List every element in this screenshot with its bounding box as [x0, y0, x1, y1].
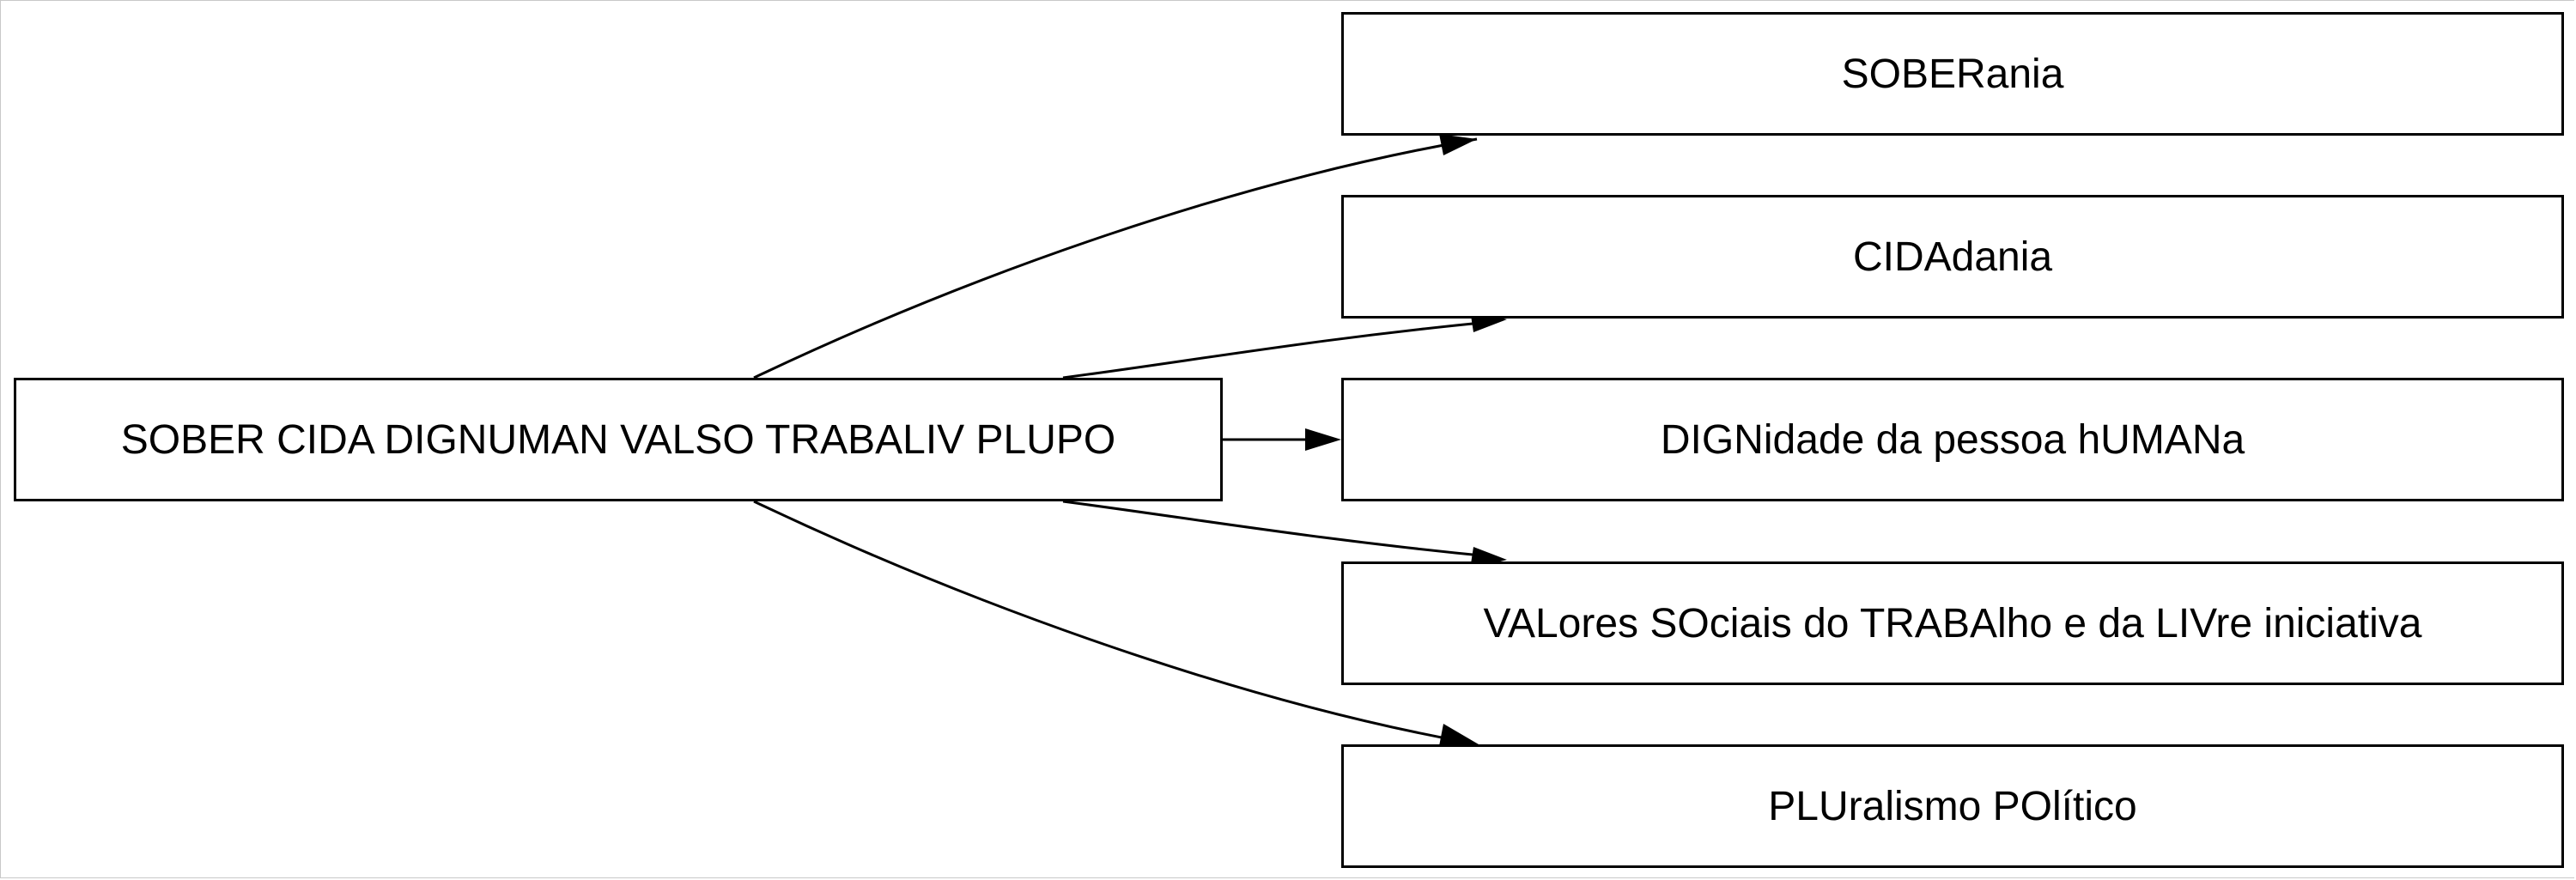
arrowhead-pluralismo [1439, 724, 1479, 746]
child-node-cidadania: CIDAdania [1341, 195, 2564, 319]
edge-root-to-valores [1062, 500, 1491, 558]
root-node: SOBER CIDA DIGNUMAN VALSO TRABALIV PLUPO [14, 378, 1223, 501]
child-node-label: VALores SOciais do TRABAlho e da LIVre i… [1483, 600, 2422, 646]
child-node-dignidade: DIGNidade da pessoa hUMANa [1341, 378, 2564, 501]
edge-root-to-cidadania [1062, 320, 1491, 379]
edge-root-to-pluralismo [753, 500, 1461, 743]
child-node-label: SOBERania [1841, 51, 2064, 97]
child-node-label: DIGNidade da pessoa hUMANa [1660, 416, 2245, 463]
child-node-valores: VALores SOciais do TRABAlho e da LIVre i… [1341, 561, 2564, 685]
child-node-label: PLUralismo POlítico [1768, 783, 2137, 829]
child-node-pluralismo: PLUralismo POlítico [1341, 744, 2564, 868]
root-node-label: SOBER CIDA DIGNUMAN VALSO TRABALIV PLUPO [120, 416, 1116, 463]
arrowhead-dignidade [1305, 428, 1341, 451]
edge-root-to-soberania [753, 137, 1478, 379]
child-node-label: CIDAdania [1852, 234, 2053, 280]
child-node-soberania: SOBERania [1341, 12, 2564, 136]
arrowhead-soberania [1439, 134, 1477, 155]
